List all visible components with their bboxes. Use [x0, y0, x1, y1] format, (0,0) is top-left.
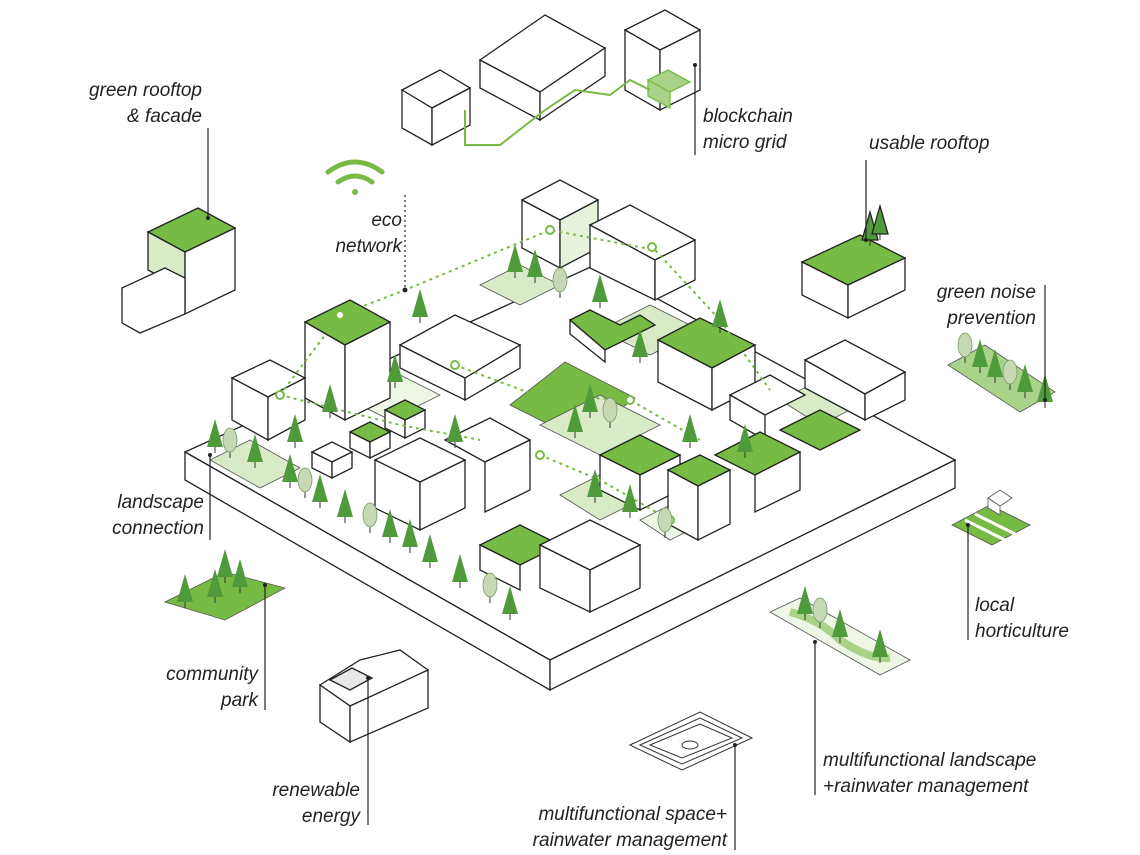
renewable-energy-building: [318, 649, 430, 744]
leader-dots: [206, 63, 1047, 747]
horticulture-vignette: [951, 489, 1031, 546]
wifi-icon: [325, 159, 385, 195]
community-park-vignette: [163, 548, 287, 621]
green-rooftop-building: [121, 207, 237, 334]
multifunctional-space-vignette: [628, 711, 754, 771]
buildings-bottom: [373, 417, 642, 614]
buildings-top: [520, 179, 757, 412]
label-multi-landscape: multifunctional landscape+rainwater mana…: [823, 750, 1037, 797]
micro-grid-line: [464, 78, 651, 146]
green-noise-vignette: [947, 332, 1056, 413]
multifunctional-landscape-vignette: [769, 585, 911, 676]
label-multi-space: multifunctional space+rainwater manageme…: [532, 804, 727, 851]
usable-rooftop-block: [800, 205, 907, 320]
buildings-left: [230, 299, 522, 480]
leader-lines: [207, 65, 1046, 850]
base-platform: [183, 264, 957, 692]
label-usable-rooftop: usable rooftop: [869, 133, 990, 154]
blockchain-buildings: [400, 9, 702, 147]
label-green-rooftop: green rooftop& facade: [88, 80, 202, 127]
